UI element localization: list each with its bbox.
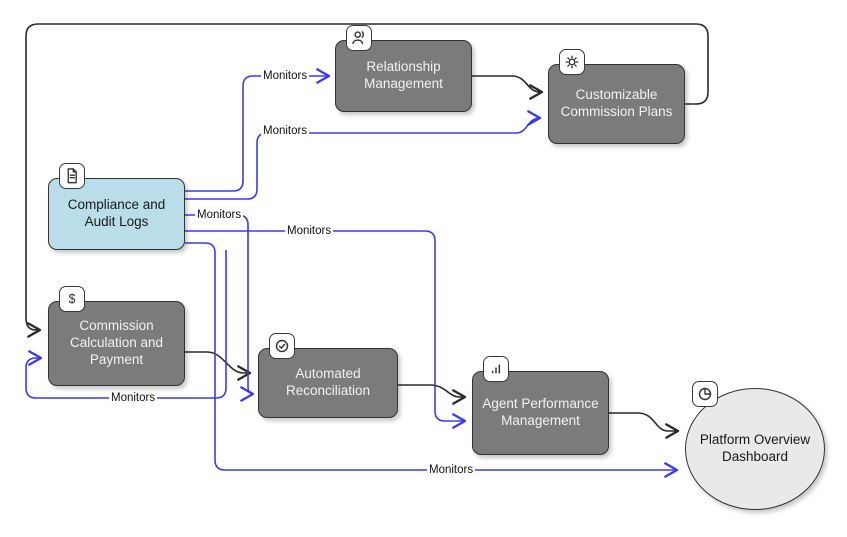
node-customizable-commission-plans: Customizable Commission Plans	[548, 49, 685, 144]
node-automated-reconciliation: Automated Reconciliation	[258, 333, 398, 418]
users-icon	[346, 25, 372, 51]
edge-monitors-to-relationship-management	[185, 68, 331, 192]
edge-automated-reconciliation-to-agent-performance-management	[398, 384, 467, 405]
edge-monitors-to-commission-calculation-and-payment	[25, 250, 227, 399]
gear-icon	[559, 49, 585, 75]
edge-monitors-to-automated-reconciliation	[185, 214, 255, 402]
node-label: Platform Overview Dashboard	[699, 432, 811, 464]
edge-customizable-commission-plans-to-commission-calculation-and-payment	[25, 23, 709, 338]
node-label: Automated Reconciliation	[285, 366, 371, 398]
dollar-icon: $	[59, 286, 85, 312]
edge-label-monitors: Monitors	[285, 225, 334, 237]
edge-commission-calculation-and-payment-to-automated-reconciliation	[185, 351, 252, 381]
node-label: Commission Calculation and Payment	[69, 318, 164, 367]
node-agent-performance-management: Agent Performance Management	[472, 356, 609, 455]
node-label: Compliance and Audit Logs	[67, 197, 166, 229]
edge-label-monitors: Monitors	[195, 209, 244, 221]
node-label: Customizable Commission Plans	[560, 87, 673, 119]
check-circle-icon	[269, 333, 295, 359]
bar-chart-icon	[483, 356, 509, 382]
document-icon	[59, 163, 85, 189]
edge-relationship-management-to-customizable-commission-plans	[472, 75, 544, 100]
edge-label-monitors: Monitors	[109, 392, 158, 404]
node-commission-calculation-and-payment: $ Commission Calculation and Payment	[48, 286, 185, 386]
dollar-glyph: $	[69, 292, 76, 306]
node-relationship-management: Relationship Management	[335, 25, 472, 112]
node-label: Relationship Management	[364, 59, 443, 91]
edge-agent-performance-management-to-platform-overview-dashboard	[609, 412, 680, 439]
node-label: Agent Performance Management	[482, 396, 599, 428]
edge-label-monitors: Monitors	[261, 125, 310, 137]
edge-label-monitors: Monitors	[427, 464, 476, 476]
pie-chart-icon	[692, 381, 718, 407]
edge-monitors-to-platform-overview-dashboard	[185, 242, 679, 478]
node-platform-overview-dashboard: Platform Overview Dashboard	[685, 381, 825, 510]
edge-monitors-to-agent-performance-management	[185, 230, 467, 429]
node-compliance-and-audit-logs: Compliance and Audit Logs	[48, 163, 185, 250]
edge-label-monitors: Monitors	[261, 70, 310, 82]
edge-monitors-to-customizable-commission-plans	[185, 110, 542, 200]
